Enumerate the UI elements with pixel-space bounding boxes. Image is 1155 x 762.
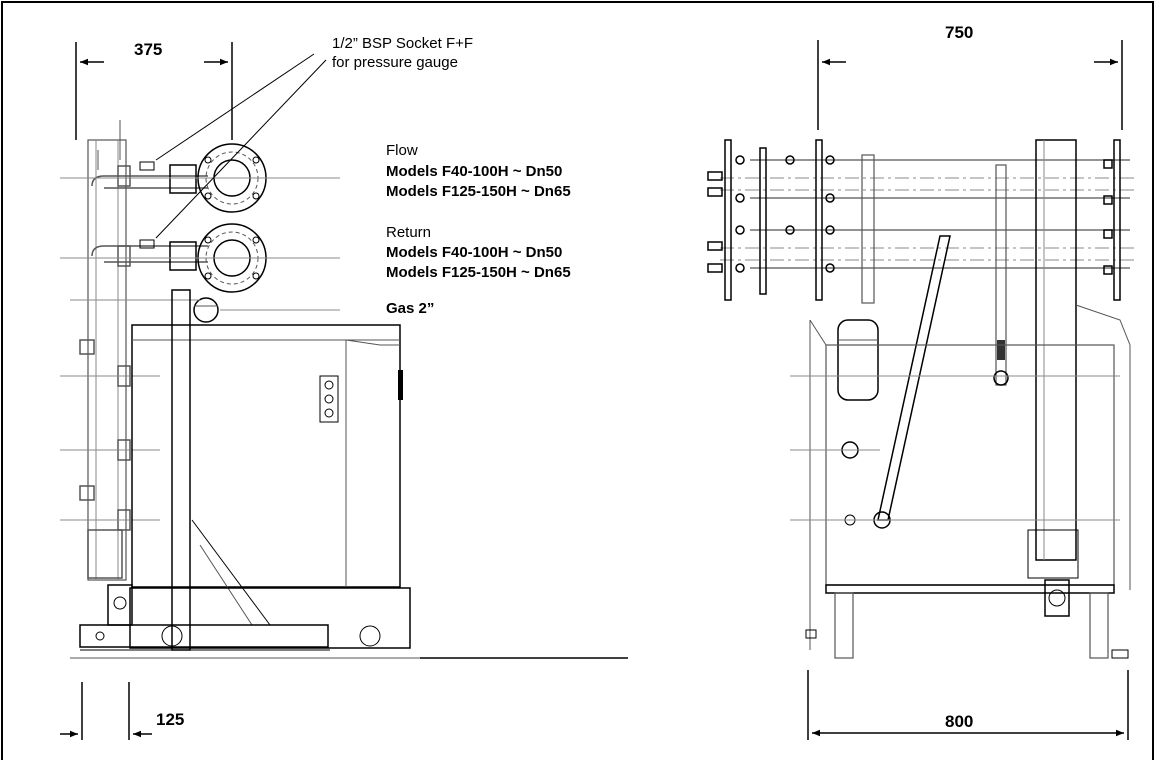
gas-label: Gas 2” — [386, 300, 434, 317]
filter-housing — [837, 319, 879, 401]
flange-bolts — [707, 139, 1121, 301]
dimension-750 — [817, 40, 1123, 130]
flow-title: Flow — [386, 142, 418, 159]
front-view — [707, 40, 1135, 740]
flue-pipe — [87, 139, 127, 581]
flue-stack — [1035, 139, 1077, 561]
flow-model-small: Models F40-100H ~ Dn50 — [386, 163, 562, 180]
dimension-label-800: 800 — [945, 712, 973, 731]
pipe-couplings — [79, 165, 131, 531]
socket-callout-line1: 1/2” BSP Socket F+F — [332, 35, 473, 52]
burner-fitting — [107, 584, 133, 626]
gas-connection — [193, 297, 219, 323]
socket-callout-line2: for pressure gauge — [332, 54, 458, 71]
dimension-800 — [807, 670, 1129, 740]
dimension-label-375: 375 — [134, 40, 162, 59]
dimension-125 — [60, 682, 152, 740]
boiler-base — [129, 587, 411, 649]
side-view — [60, 42, 628, 740]
header-pipes — [720, 159, 1135, 269]
return-model-small: Models F40-100H ~ Dn50 — [386, 244, 562, 261]
boiler-casing-front — [825, 344, 1115, 586]
return-title: Return — [386, 224, 431, 241]
flow-model-large: Models F125-150H ~ Dn65 — [386, 183, 571, 200]
frame-post — [171, 289, 191, 651]
control-panel — [319, 375, 339, 423]
return-model-large: Models F125-150H ~ Dn65 — [386, 264, 571, 281]
boiler-casing — [131, 324, 401, 588]
dimension-label-750: 750 — [945, 23, 973, 42]
dimension-label-125: 125 — [156, 710, 184, 729]
dimension-375 — [75, 42, 233, 140]
